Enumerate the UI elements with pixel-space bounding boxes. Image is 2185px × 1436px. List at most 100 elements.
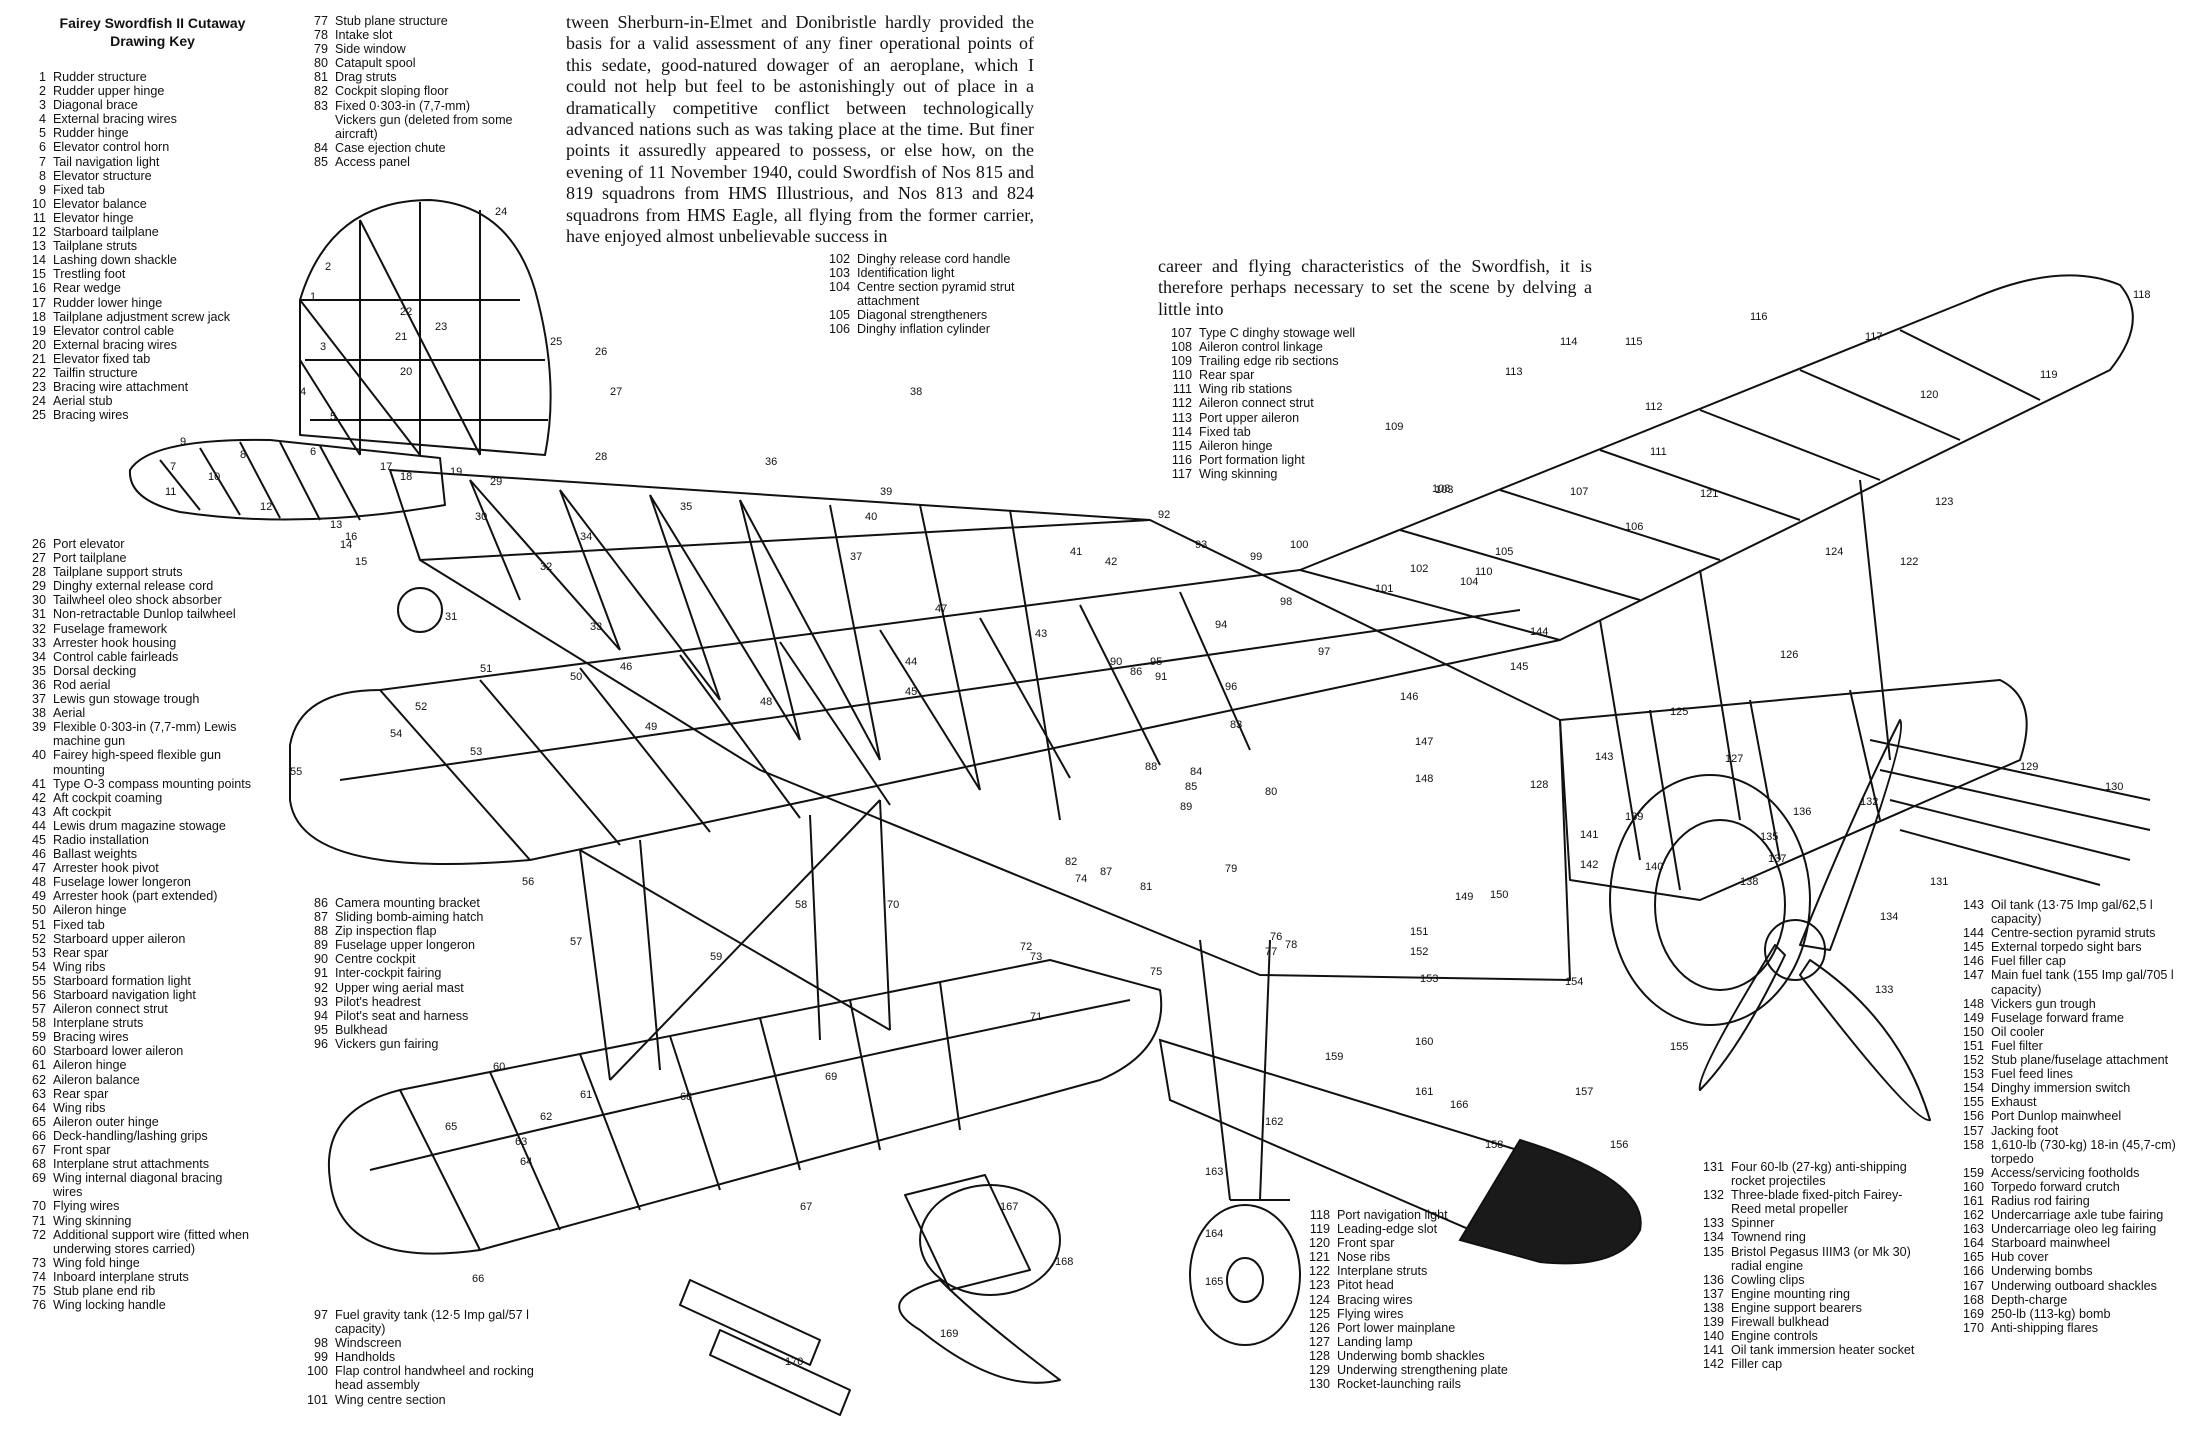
callout-17: 17 <box>380 461 392 473</box>
callout-87: 87 <box>1100 866 1112 878</box>
callout-36: 36 <box>765 456 777 468</box>
key-item-label: Wing locking handle <box>53 1298 166 1313</box>
key-item-number: 153 <box>1962 1067 1984 1082</box>
key-item-number: 66 <box>31 1128 46 1143</box>
key-item-number: 5 <box>38 126 46 141</box>
callout-159: 159 <box>1325 1051 1343 1063</box>
callout-169: 169 <box>940 1328 958 1340</box>
callout-168: 168 <box>1055 1256 1073 1268</box>
key-item-label: Diagonal brace <box>53 98 138 113</box>
callout-29: 29 <box>490 476 502 488</box>
key-item-number: 159 <box>1962 1165 1984 1180</box>
key-item-number: 90 <box>313 952 328 967</box>
callout-1: 1 <box>310 291 316 303</box>
callout-74: 74 <box>1075 873 1087 885</box>
prose-right: career and flying characteristics of the… <box>1158 256 1592 320</box>
callout-19: 19 <box>450 466 462 478</box>
key-item-number: 36 <box>31 677 46 692</box>
key-item-number: 54 <box>31 959 46 974</box>
key-item-number: 52 <box>31 931 46 946</box>
callout-165: 165 <box>1205 1276 1223 1288</box>
port-lower-wing <box>1559 679 2028 901</box>
key-item-label: Pitot head <box>1337 1278 1394 1293</box>
interplane-struts <box>579 479 1891 1081</box>
key-item-label: Port elevator <box>53 537 125 551</box>
callout-139: 139 <box>1625 811 1643 823</box>
callout-114: 114 <box>1560 336 1578 348</box>
key-item-label: Depth-charge <box>1991 1292 2068 1307</box>
callout-132: 132 <box>1860 796 1878 808</box>
key-item-number: 23 <box>31 380 46 395</box>
key-item-label: Wing fold hinge <box>53 1255 140 1270</box>
tail-fin-rudder <box>299 199 552 456</box>
key-item-label: Rudder structure <box>53 70 147 84</box>
key-item-number: 64 <box>31 1100 46 1115</box>
callout-126: 126 <box>1780 649 1798 661</box>
key-item-number: 27 <box>31 551 46 566</box>
callout-52: 52 <box>415 701 427 713</box>
key-item-number: 3 <box>38 98 46 113</box>
diagram-title-line-1: Fairey Swordfish II Cutaway <box>59 15 246 31</box>
key-item-number: 51 <box>31 917 46 932</box>
key-item-label: Aileron hinge <box>53 1058 127 1073</box>
key-item-number: 72 <box>31 1227 46 1242</box>
key-item-label: Rear wedge <box>53 281 121 296</box>
callout-30: 30 <box>475 511 487 523</box>
key-item-label: Aileron connect strut <box>1199 396 1314 411</box>
key-item-label: Fuselage framework <box>53 621 168 636</box>
key-item-label: Engine controls <box>1731 1329 1818 1344</box>
callout-42: 42 <box>1105 556 1117 568</box>
callout-47: 47 <box>935 603 947 615</box>
key-item-number: 33 <box>31 635 46 650</box>
key-item-label: Fairey high-speed flexible gun mounting <box>53 748 222 777</box>
key-item-label: Fuselage forward frame <box>1991 1010 2124 1025</box>
callout-115: 115 <box>1625 336 1643 348</box>
callout-166: 166 <box>1450 1099 1468 1111</box>
key-item-number: 30 <box>31 593 46 608</box>
key-item-label: Bristol Pegasus IIIM3 (or Mk 30) radial … <box>1731 1244 1911 1273</box>
callout-13: 13 <box>330 519 342 531</box>
callout-7: 7 <box>170 461 176 473</box>
callout-157: 157 <box>1575 1086 1593 1098</box>
key-item-label: Front spar <box>53 1143 111 1158</box>
key-item-label: Main fuel tank (155 Imp gal/705 l capaci… <box>1991 968 2174 997</box>
key-item-label: Engine support bearers <box>1731 1300 1862 1315</box>
callout-4: 4 <box>300 386 306 398</box>
key-item-number: 94 <box>313 1008 328 1023</box>
key-item-label: Radius rod fairing <box>1991 1193 2090 1208</box>
key-item-label: Access panel <box>335 154 410 169</box>
prose-top-text: tween Sherburn-in-Elmet and Donibristle … <box>566 12 1034 247</box>
key-item-number: 160 <box>1962 1179 1984 1194</box>
callout-118: 118 <box>2133 289 2151 301</box>
callout-31: 31 <box>445 611 457 623</box>
key-item-number: 9 <box>38 182 46 197</box>
callout-66: 66 <box>472 1273 484 1285</box>
key-item-number: 138 <box>1702 1300 1724 1315</box>
key-item-label: Dorsal decking <box>53 663 137 678</box>
key-item-label: Landing lamp <box>1337 1334 1413 1349</box>
callout-141: 141 <box>1580 829 1598 841</box>
callout-27: 27 <box>610 386 622 398</box>
